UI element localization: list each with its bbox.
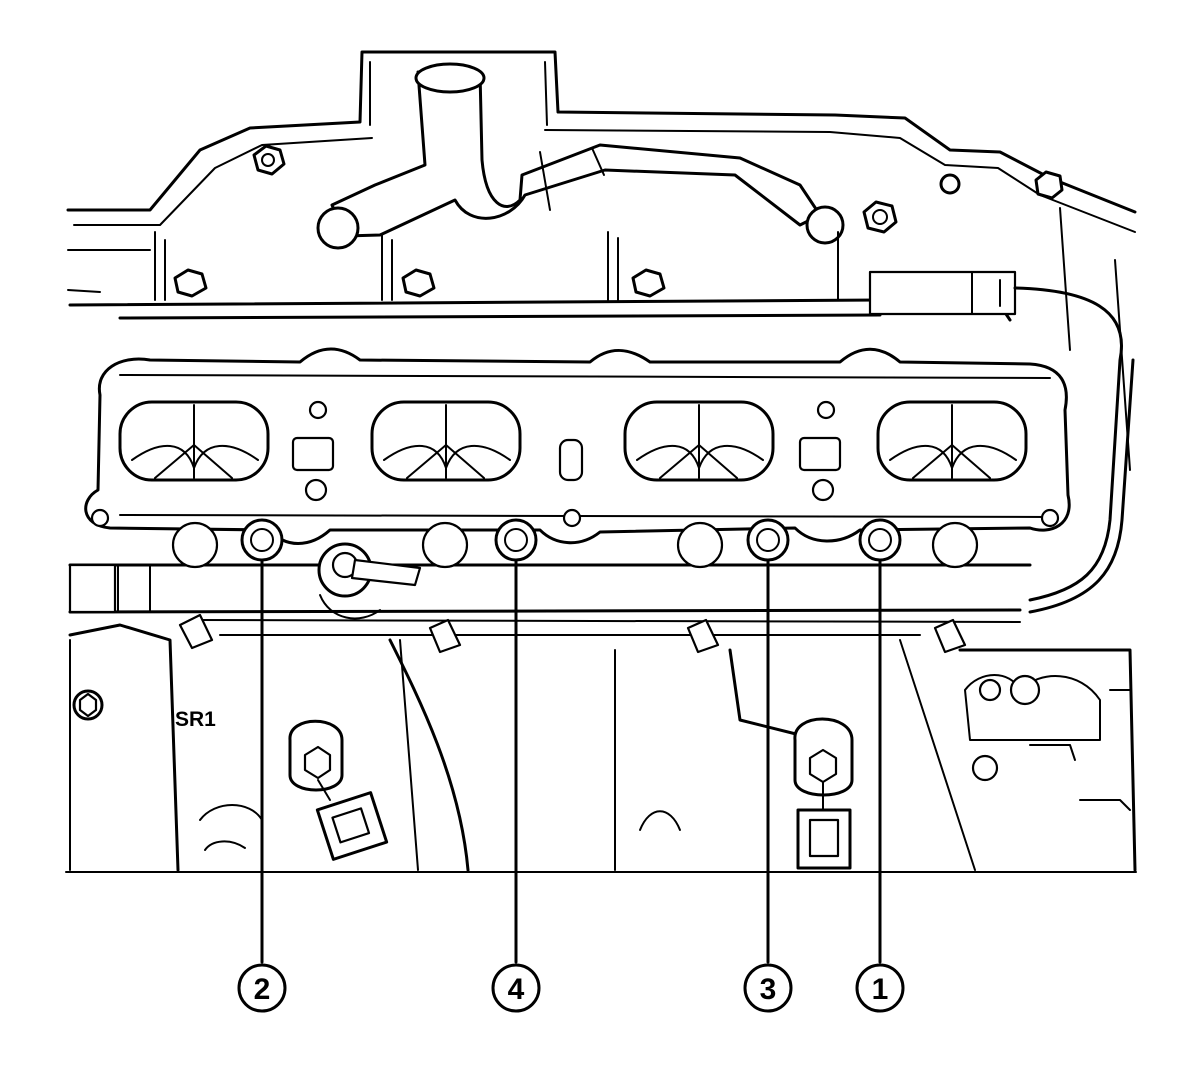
cover-bolts — [173, 144, 1064, 298]
engine-block — [68, 623, 1137, 872]
intake-port-1 — [118, 400, 270, 482]
nut-1 — [858, 518, 902, 562]
bolt-icon — [862, 200, 898, 234]
callout-3-number: 3 — [760, 973, 777, 1006]
intake-port-2 — [370, 400, 522, 482]
callout-3: 3 — [743, 963, 793, 1013]
callout-1: 1 — [855, 963, 905, 1013]
callout-leaders — [260, 558, 882, 964]
boss-2 — [421, 521, 469, 569]
bolt-icon — [401, 268, 436, 298]
lower-sensor-left — [288, 719, 389, 861]
nut-4 — [494, 518, 538, 562]
sensor-connector — [317, 542, 422, 620]
engine-cover-outline — [66, 50, 1137, 471]
boss-3 — [676, 521, 724, 569]
boss-4 — [931, 521, 979, 569]
fuel-rail-bracket — [68, 231, 1135, 614]
nut-2 — [240, 518, 284, 562]
bolt-icon — [252, 144, 286, 176]
nut-3 — [746, 518, 790, 562]
bolt-icon — [1034, 170, 1064, 200]
callout-1-number: 1 — [872, 973, 889, 1006]
intake-ports — [118, 400, 1028, 482]
callout-2-number: 2 — [254, 973, 271, 1006]
manifold-nuts — [240, 518, 902, 562]
callout-4: 4 — [491, 963, 541, 1013]
intake-port-4 — [876, 400, 1028, 482]
upper-hose — [316, 62, 845, 250]
flange-holes — [90, 400, 1060, 528]
sr1-label: SR1 — [175, 708, 216, 731]
bolt-icon — [173, 268, 208, 298]
intake-port-3 — [623, 400, 775, 482]
lower-rail — [68, 521, 1032, 636]
callout-4-number: 4 — [508, 973, 525, 1006]
callout-2: 2 — [237, 963, 287, 1013]
lower-sensor-right — [793, 717, 854, 870]
boss-1 — [171, 521, 219, 569]
rail-clips — [178, 613, 967, 654]
bolt-icon — [631, 268, 666, 298]
